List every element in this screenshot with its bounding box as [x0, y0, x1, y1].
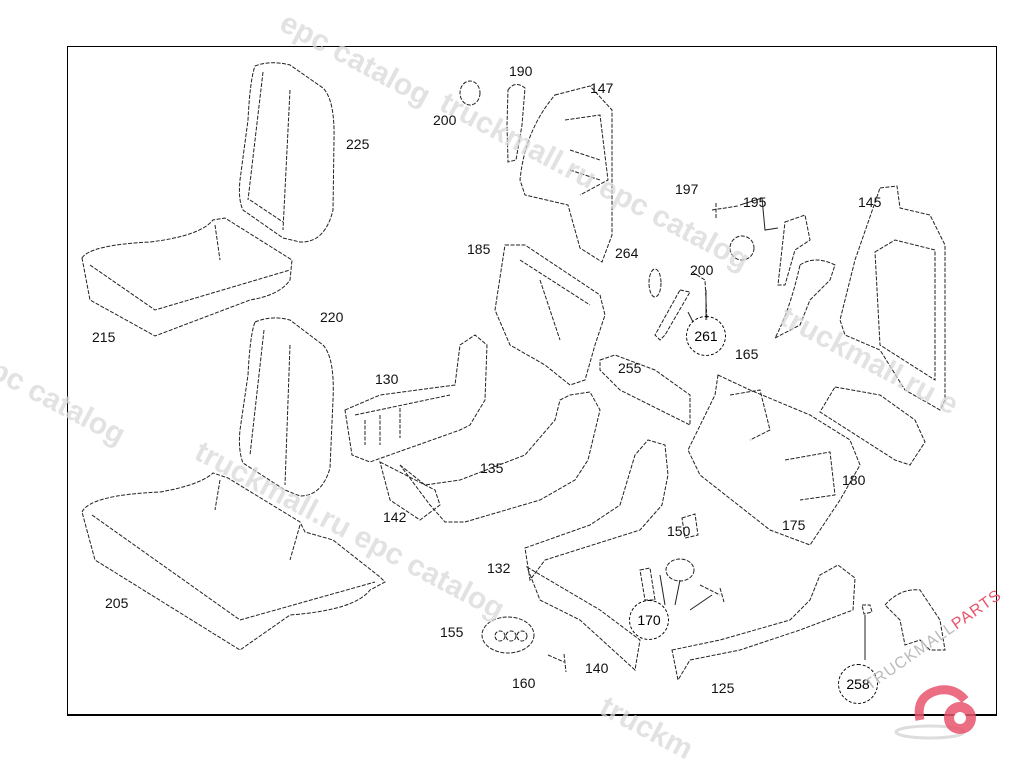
part-130-side-cover: [344, 334, 488, 463]
label-215: 215: [92, 329, 116, 345]
brand-logo: TRUCKMALLPARTS: [860, 587, 1020, 750]
part-150-clip: [681, 513, 699, 539]
label-225: 225: [346, 136, 370, 152]
part-197-screw: [711, 203, 739, 218]
part-160-screw: [547, 653, 567, 673]
diagram-frame: [67, 46, 997, 716]
part-147-back-panel: [519, 85, 613, 263]
part-195-lever: [777, 214, 811, 286]
part-142-panel: [379, 461, 441, 521]
part-258-bracket: [884, 589, 946, 651]
part-264-ring: [648, 268, 662, 298]
part-135-shell: [399, 391, 601, 523]
label-190: 190: [509, 63, 533, 79]
label-255: 255: [618, 360, 642, 376]
label-264: 264: [615, 245, 639, 261]
part-155-hole-3: [516, 630, 528, 642]
label-160: 160: [512, 675, 536, 691]
label-197: 197: [675, 181, 699, 197]
label-220: 220: [320, 309, 344, 325]
label-261-circled: 261: [686, 316, 726, 356]
label-130: 130: [375, 371, 399, 387]
parts-illustration: [81, 62, 946, 682]
part-170-screw: [699, 584, 725, 603]
part-155-hole-2: [505, 630, 517, 642]
part-261-spring: [691, 271, 708, 321]
label-140: 140: [585, 660, 609, 676]
label-165: 165: [735, 346, 759, 362]
label-195: 195: [743, 194, 767, 210]
part-175-panel: [687, 374, 861, 546]
part-170-bracket: [639, 567, 656, 601]
part-155-hole-1: [494, 630, 506, 642]
label-180: 180: [842, 472, 866, 488]
part-125-shell: [671, 564, 856, 682]
part-255-bracket: [599, 354, 691, 426]
label-125: 125: [711, 680, 735, 696]
label-150: 150: [667, 523, 691, 539]
part-170-bushing: [665, 558, 695, 582]
part-261-clip: [654, 289, 691, 341]
part-140-trim: [526, 565, 641, 671]
label-205: 205: [105, 595, 129, 611]
part-200-knob-a: [459, 80, 481, 106]
label-170-circled: 170: [629, 600, 669, 640]
label-145: 145: [858, 194, 882, 210]
label-200-a: 200: [433, 112, 457, 128]
label-155: 155: [440, 624, 464, 640]
part-155-bushing: [481, 616, 535, 654]
label-258-circled: 258: [838, 664, 878, 704]
label-132: 132: [487, 560, 511, 576]
part-132-shield: [524, 439, 669, 582]
label-147: 147: [590, 80, 614, 96]
part-205-seat-cushion: [81, 472, 386, 651]
label-175: 175: [782, 517, 806, 533]
label-135: 135: [480, 460, 504, 476]
gear-icon: [894, 685, 976, 740]
part-215-seat-cover: [81, 217, 293, 337]
part-180-pad: [819, 386, 926, 466]
part-145-side-panel: [839, 185, 946, 411]
label-200-b: 200: [690, 262, 714, 278]
part-258-screw: [861, 604, 873, 615]
part-200-knob-b: [729, 235, 755, 261]
label-185: 185: [467, 241, 491, 257]
label-142: 142: [383, 509, 407, 525]
part-225-backrest-cover: [238, 62, 335, 243]
part-165-trim: [773, 259, 836, 340]
part-190-lever: [506, 84, 526, 163]
part-220-backrest: [238, 317, 334, 497]
part-185-frame: [494, 244, 606, 386]
